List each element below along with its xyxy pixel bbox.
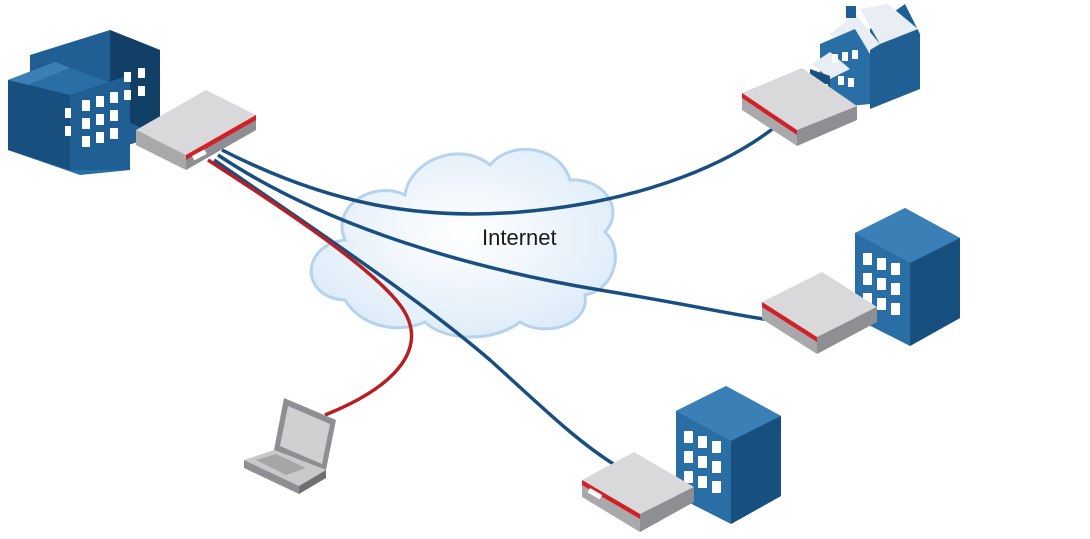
- internet-cloud-icon: [309, 148, 617, 339]
- vpn-link-branch-east: [217, 153, 771, 322]
- router-icon: [742, 68, 857, 146]
- router-icon: [136, 90, 256, 170]
- vpn-link-home: [221, 125, 777, 216]
- internet-label: Internet: [482, 225, 557, 250]
- router-icon: [762, 272, 877, 354]
- office-building-icon: [676, 386, 781, 524]
- office-building-icon: [855, 208, 960, 346]
- link-lines: [207, 125, 777, 467]
- local-link-laptop: [207, 158, 414, 417]
- router-icon: [582, 452, 694, 532]
- laptop-icon: [244, 398, 336, 494]
- office-building-icon: [8, 30, 160, 175]
